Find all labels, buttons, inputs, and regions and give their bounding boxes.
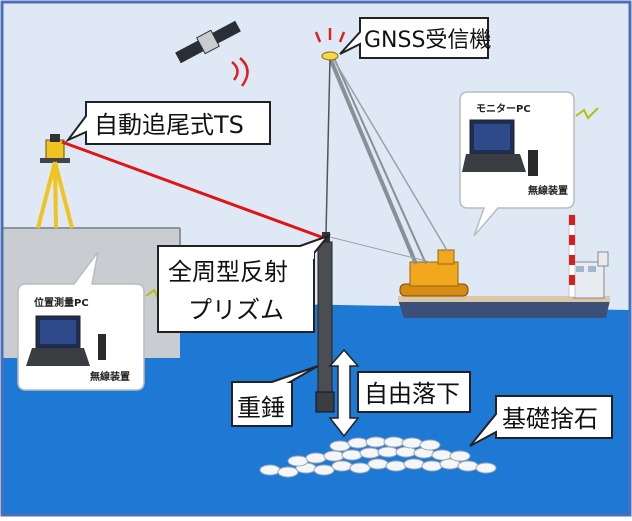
- hammer-weight: [315, 232, 335, 413]
- positioning-radio-label: 無線装置: [90, 370, 130, 383]
- foundation-rubble-label: 基礎捨石: [502, 405, 598, 433]
- total-station-label: 自動追尾式TS: [94, 111, 244, 139]
- foundation-rubble-stones: [259, 436, 497, 478]
- positioning-pc-callout: [17, 251, 167, 391]
- positioning-pc-label: 位置測量PC: [34, 296, 89, 309]
- monitor-radio-label: 無線装置: [528, 184, 568, 197]
- gnss-receiver-label: GNSS受信機: [364, 28, 491, 53]
- hammer-label-box: 重錘: [231, 365, 319, 427]
- satellite-signal-waves: [231, 57, 249, 87]
- free-fall-label: 自由落下: [364, 380, 460, 408]
- prism-label-line2: プリズム: [188, 296, 284, 324]
- total-station: [36, 134, 74, 229]
- barge: [398, 214, 610, 318]
- rubble-label-box: 基礎捨石: [469, 395, 613, 447]
- total-station-label-box: 自動追尾式TS: [64, 101, 271, 145]
- crawler-crane: [325, 57, 469, 297]
- gnss-label-box: GNSS受信機: [339, 17, 491, 59]
- prism-label-line1: 全周型反射: [168, 258, 288, 286]
- prism-label-box: 全周型反射 プリズム: [157, 233, 332, 333]
- free-fall-label-box: 自由落下: [357, 371, 471, 413]
- hammer-label: 重錘: [237, 394, 285, 422]
- gnss-antenna: [314, 28, 346, 61]
- satellite: [175, 20, 241, 64]
- monitor-pc-callout: [459, 91, 599, 237]
- free-fall-arrow: [328, 348, 360, 438]
- monitor-pc-label: モニターPC: [476, 103, 531, 115]
- laser-line: [61, 140, 325, 240]
